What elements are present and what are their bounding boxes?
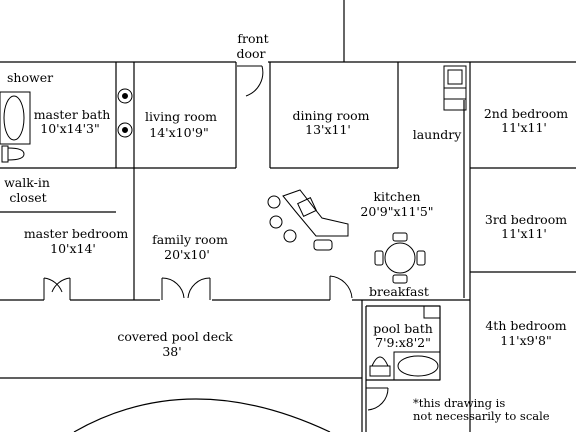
scale-note-2: not necessarily to scale [413, 409, 550, 423]
pool-bath-door [366, 387, 389, 411]
front-door-symbol [237, 65, 264, 97]
pool-outline [73, 398, 331, 432]
front-door-label-2: door [236, 46, 265, 61]
kitchen-size: 20'9"x11'5" [360, 204, 433, 219]
pool-bath-fixtures [369, 305, 441, 381]
walk-in-closet-label: walk-in [4, 175, 50, 190]
walk-in-closet-label-2: closet [9, 190, 46, 205]
living-room-fixtures [117, 88, 133, 138]
bedroom3-label: 3rd bedroom [485, 212, 567, 227]
room-labels: front door shower master bath 10'x14'3" … [4, 31, 568, 423]
doors [43, 65, 389, 411]
kitchen-label: kitchen [373, 189, 420, 204]
laundry-machines [443, 65, 467, 111]
shower-label: shower [7, 70, 53, 85]
kitchen-island [267, 189, 349, 251]
breakfast-table [374, 232, 426, 284]
bedroom2-size: 11'x11' [501, 120, 547, 135]
front-door-label: front [237, 31, 268, 46]
pool-bath-label: pool bath [373, 321, 433, 336]
pool-bath-size: 7'9:x8'2" [375, 335, 431, 350]
bedroom2-label: 2nd bedroom [484, 106, 568, 121]
family-room-door [161, 277, 211, 300]
family-room-size: 20'x10' [164, 247, 210, 262]
dining-room-label: dining room [293, 108, 370, 123]
breakfast-door [329, 275, 353, 300]
family-room-label: family room [152, 232, 228, 247]
master-bath-size: 10'x14'3" [40, 121, 99, 136]
scale-note: *this drawing is [413, 396, 505, 410]
master-bedroom-label: master bedroom [24, 226, 129, 241]
laundry-label: laundry [413, 127, 463, 142]
master-bedroom-size: 10'x14' [50, 241, 96, 256]
pool-deck-size: 38' [162, 344, 181, 359]
bedroom4-size: 11'x9'8" [500, 333, 551, 348]
pool-deck-label: covered pool deck [117, 329, 233, 344]
bedroom4-label: 4th bedroom [485, 318, 566, 333]
dining-room-size: 13'x11' [305, 122, 351, 137]
breakfast-label: breakfast [369, 284, 429, 299]
master-bath-label: master bath [34, 107, 111, 122]
bedroom3-size: 11'x11' [501, 226, 547, 241]
master-bath-fixtures [0, 91, 31, 163]
living-room-label: living room [145, 109, 217, 124]
living-room-size: 14'x10'9" [149, 125, 208, 140]
master-bedroom-door [43, 277, 71, 300]
